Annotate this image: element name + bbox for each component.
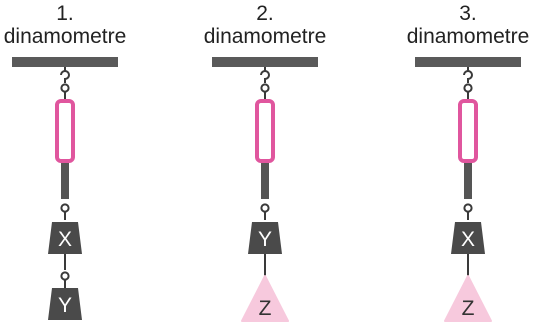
setup-number: 3.: [459, 2, 477, 25]
dynamometer-rod: [464, 163, 472, 199]
weight-hook: [60, 271, 70, 281]
rod-hook: [463, 203, 473, 213]
ceiling-hook: [260, 70, 270, 83]
weight-label: X: [461, 228, 475, 251]
triangle-weight: [241, 275, 289, 322]
weight-label: Y: [58, 294, 72, 317]
dynamometer-rod: [61, 163, 69, 199]
weight-label: X: [58, 228, 72, 251]
block-weight: [248, 222, 282, 254]
ceiling-bar: [12, 57, 118, 67]
top-loop: [260, 83, 270, 93]
top-loop: [463, 83, 473, 93]
ceiling-hook: [463, 70, 473, 83]
dynamometer-body: [458, 99, 478, 163]
setup-name: dinamometre: [4, 25, 127, 48]
dynamometer-rod: [261, 163, 269, 199]
setup-name: dinamometre: [407, 25, 530, 48]
ceiling-hook: [60, 70, 70, 83]
weight-label: Z: [462, 297, 475, 320]
ceiling-bar: [415, 57, 521, 67]
rod-hook: [260, 203, 270, 213]
setup-number: 1.: [56, 2, 74, 25]
rod-hook: [60, 203, 70, 213]
block-weight: [48, 288, 82, 320]
setup-number: 2.: [256, 2, 274, 25]
top-loop: [60, 83, 70, 93]
weight-label: Z: [259, 297, 272, 320]
block-weight: [451, 222, 485, 254]
dynamometer-body: [255, 99, 275, 163]
ceiling-bar: [212, 57, 318, 67]
triangle-weight: [444, 275, 492, 322]
dynamometer-body: [55, 99, 75, 163]
block-weight: [48, 222, 82, 254]
weight-label: Y: [258, 228, 272, 251]
setup-name: dinamometre: [204, 25, 327, 48]
